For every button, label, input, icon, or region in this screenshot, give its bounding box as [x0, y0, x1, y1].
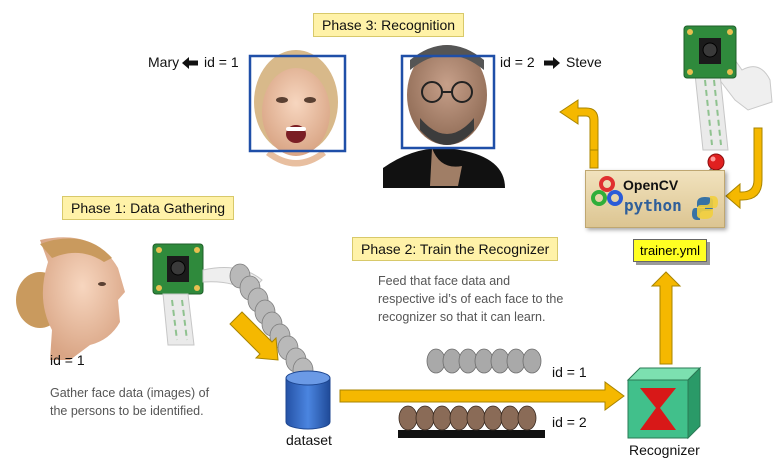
curved-arrow-camera-to-opencv — [725, 127, 763, 210]
recognizer-label: Recognizer — [629, 442, 700, 458]
arrow-to-trainer — [650, 271, 682, 365]
recognizer-cube-icon — [626, 366, 702, 440]
arrow-left-icon — [182, 57, 198, 69]
curved-arrow-to-recognition — [559, 99, 599, 169]
steve-face-photo — [383, 45, 505, 188]
database-icon — [285, 370, 331, 430]
recognized-id-steve: id = 2 — [500, 54, 535, 70]
phase-1-label: Phase 1: Data Gathering — [62, 196, 235, 220]
arrow-right-icon — [544, 57, 560, 69]
opencv-label: OpenCV — [623, 177, 679, 193]
trainer-file: trainer.yml — [633, 239, 707, 262]
face-detection-box-mary — [248, 54, 347, 153]
face-row-id-2 — [398, 405, 545, 438]
recognized-name-mary: Mary — [148, 54, 180, 70]
gathering-description-line-1: Gather face data (images) of — [50, 386, 210, 400]
phase-3-label: Phase 3: Recognition — [313, 13, 465, 37]
python-logo-icon — [692, 196, 718, 220]
gathering-description-line-2: the persons to be identified. — [50, 404, 204, 418]
face-row-1-id: id = 1 — [552, 364, 587, 380]
opencv-logo-icon — [591, 176, 623, 206]
arrow-to-recognizer — [339, 381, 625, 411]
face-row-id-1 — [426, 348, 542, 374]
training-description: Feed that face data and respective id’s … — [378, 272, 563, 326]
person-id-label: id = 1 — [50, 352, 85, 368]
opencv-python-card: OpenCV python — [585, 170, 725, 228]
recognized-id-mary: id = 1 — [204, 54, 239, 70]
camera-module-icon — [683, 25, 773, 151]
arrow-to-dataset — [229, 311, 279, 361]
training-description-line-3: recognizer so that it can learn. — [378, 310, 546, 324]
face-row-2-id: id = 2 — [552, 414, 587, 430]
recognized-name-steve: Steve — [566, 54, 602, 70]
face-detection-box-steve — [400, 54, 496, 150]
mary-face-photo — [254, 50, 338, 167]
training-description-line-1: Feed that face data and — [378, 274, 511, 288]
python-label: python — [624, 196, 682, 215]
gathering-description: Gather face data (images) of the persons… — [50, 384, 209, 420]
training-description-line-2: respective id’s of each face to the — [378, 292, 564, 306]
phase-2-label: Phase 2: Train the Recognizer — [352, 237, 559, 261]
person-profile-photo — [16, 237, 125, 360]
dataset-label: dataset — [286, 432, 332, 448]
